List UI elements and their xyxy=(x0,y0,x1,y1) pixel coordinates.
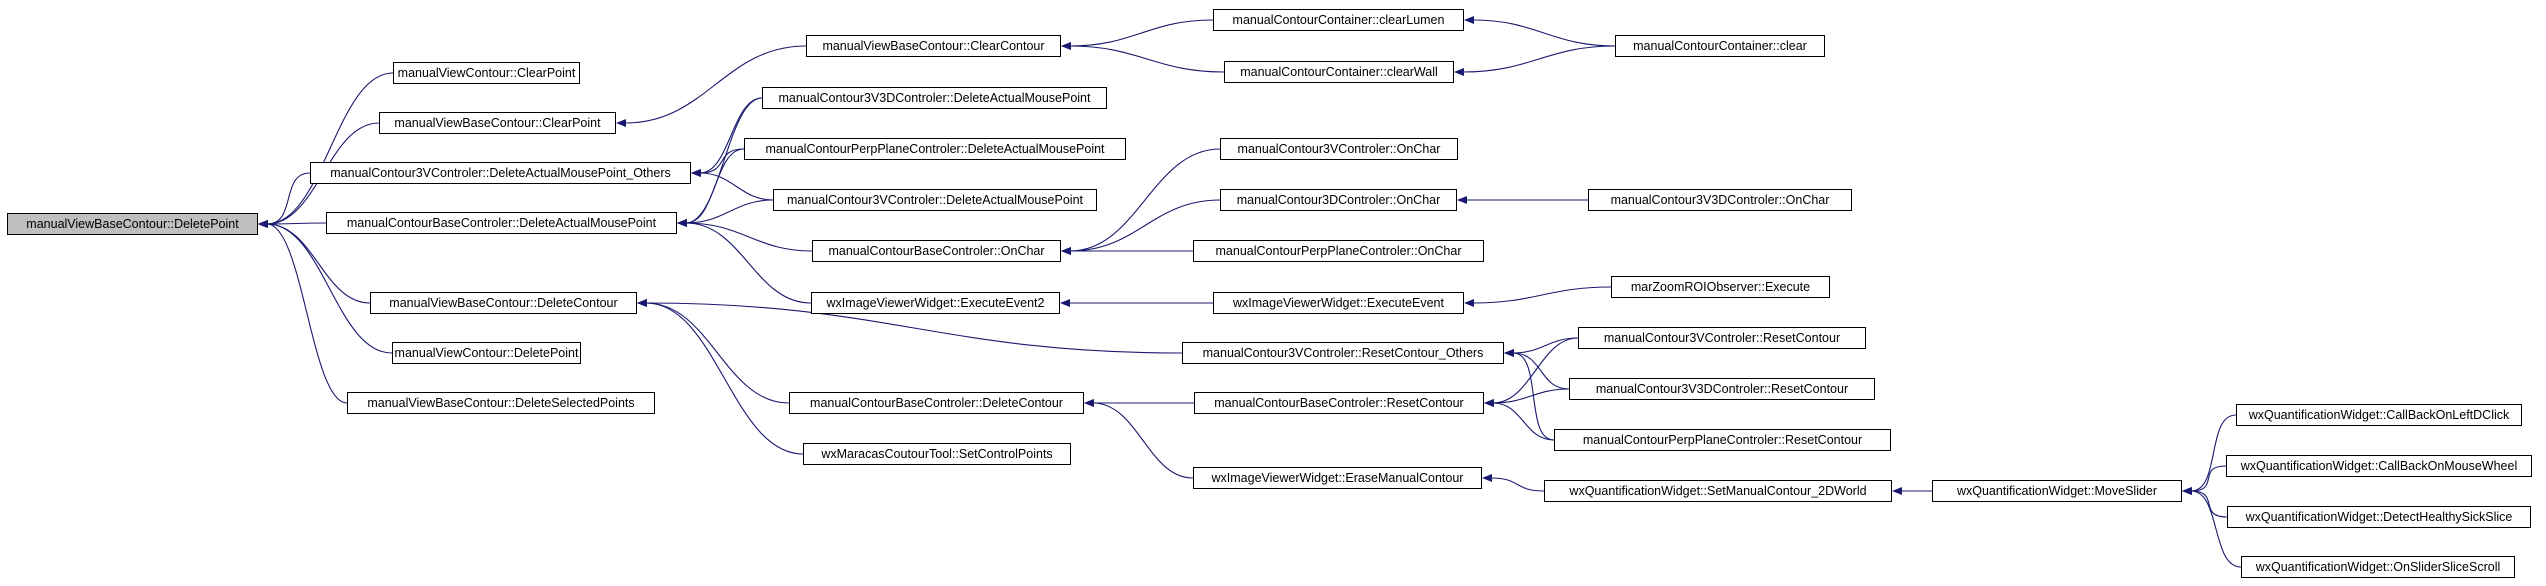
call-edge xyxy=(645,302,804,455)
graph-node[interactable]: manualContour3V3DControler::DeleteActual… xyxy=(762,87,1107,109)
call-edge xyxy=(685,148,745,224)
call-edge xyxy=(685,199,774,224)
call-edge xyxy=(2190,465,2227,492)
call-edge xyxy=(1492,337,1579,404)
arrowhead xyxy=(1484,399,1494,407)
graph-node[interactable]: wxQuantificationWidget::DetectHealthySic… xyxy=(2227,506,2531,528)
graph-node[interactable]: manualContour3VControler::ResetContour_O… xyxy=(1182,342,1504,364)
arrowhead xyxy=(1504,349,1514,357)
call-edge xyxy=(1069,199,1221,252)
graph-node[interactable]: manualViewContour::DeletePoint xyxy=(392,342,581,364)
graph-node[interactable]: manualContour3DControler::OnChar xyxy=(1220,189,1457,211)
call-edge xyxy=(2190,490,2242,568)
graph-node[interactable]: manualViewBaseContour::DeleteContour xyxy=(370,292,637,314)
call-edge xyxy=(1092,402,1194,479)
arrowhead xyxy=(637,299,647,307)
call-edge xyxy=(685,97,763,224)
graph-node[interactable]: manualViewBaseContour::DeleteSelectedPoi… xyxy=(347,392,655,414)
graph-node[interactable]: wxQuantificationWidget::OnSliderSliceScr… xyxy=(2241,556,2515,578)
graph-node[interactable]: manualContourBaseControler::DeleteActual… xyxy=(326,212,677,234)
call-edge xyxy=(624,45,807,124)
graph-node[interactable]: wxImageViewerWidget::ExecuteEvent xyxy=(1213,292,1464,314)
call-edge xyxy=(1069,45,1225,73)
graph-node[interactable]: manualContourPerpPlaneControler::OnChar xyxy=(1193,240,1484,262)
graph-node[interactable]: wxImageViewerWidget::EraseManualContour xyxy=(1193,467,1482,489)
arrowhead xyxy=(1084,399,1094,407)
graph-node[interactable]: wxQuantificationWidget::MoveSlider xyxy=(1932,480,2182,502)
call-edge xyxy=(699,172,774,201)
graph-node[interactable]: manualViewBaseContour::ClearPoint xyxy=(379,112,616,134)
arrowhead xyxy=(1892,487,1902,495)
call-edge xyxy=(1492,388,1570,404)
call-edge xyxy=(699,97,763,174)
arrowhead xyxy=(1457,196,1467,204)
call-edge xyxy=(1069,19,1214,47)
call-edge xyxy=(645,302,790,404)
arrowhead xyxy=(677,219,687,227)
call-edge xyxy=(266,223,348,404)
graph-node[interactable]: manualContourPerpPlaneControler::DeleteA… xyxy=(744,138,1126,160)
call-edge xyxy=(266,172,311,225)
arrowhead xyxy=(1482,474,1492,482)
graph-node[interactable]: wxQuantificationWidget::CallBackOnMouseW… xyxy=(2226,455,2532,477)
arrowhead xyxy=(1061,247,1071,255)
graph-node[interactable]: wxQuantificationWidget::CallBackOnLeftDC… xyxy=(2236,404,2522,426)
graph-node[interactable]: manualContour3VControler::DeleteActualMo… xyxy=(310,162,691,184)
arrowhead xyxy=(691,169,701,177)
call-edge xyxy=(1512,352,1555,441)
graph-node[interactable]: wxImageViewerWidget::ExecuteEvent2 xyxy=(811,292,1060,314)
call-edge xyxy=(266,72,394,225)
arrowhead xyxy=(1454,68,1464,76)
call-edge xyxy=(1490,477,1545,492)
call-edge xyxy=(1069,148,1221,252)
call-edge xyxy=(685,222,813,252)
graph-node[interactable]: manualContour3VControler::ResetContour xyxy=(1578,327,1866,349)
arrowhead xyxy=(258,220,268,228)
call-edge xyxy=(1492,402,1555,441)
graph-node[interactable]: marZoomROIObserver::Execute xyxy=(1611,276,1830,298)
call-edge xyxy=(266,222,327,225)
call-edge xyxy=(266,223,393,354)
graph-node[interactable]: manualContour3VControler::DeleteActualMo… xyxy=(773,189,1097,211)
graph-node[interactable]: manualContourContainer::clear xyxy=(1615,35,1825,57)
call-edge xyxy=(699,148,745,174)
call-edge xyxy=(2190,414,2237,492)
call-edge xyxy=(645,302,1183,354)
arrowhead xyxy=(2182,487,2192,495)
graph-node[interactable]: manualContourPerpPlaneControler::ResetCo… xyxy=(1554,429,1891,451)
graph-node[interactable]: wxMaracasCoutourTool::SetControlPoints xyxy=(803,443,1071,465)
graph-node[interactable]: manualViewBaseContour::ClearContour xyxy=(806,35,1061,57)
call-edge xyxy=(1512,337,1579,354)
graph-node[interactable]: manualContourBaseControler::ResetContour xyxy=(1194,392,1484,414)
arrowhead xyxy=(1464,299,1474,307)
arrowhead xyxy=(616,119,626,127)
graph-node[interactable]: manualContourContainer::clearLumen xyxy=(1213,9,1464,31)
graph-node[interactable]: manualContour3VControler::OnChar xyxy=(1220,138,1458,160)
call-edge xyxy=(1472,286,1612,304)
call-edge xyxy=(1512,352,1570,390)
graph-node[interactable]: manualContour3V3DControler::OnChar xyxy=(1588,189,1852,211)
graph-node-root[interactable]: manualViewBaseContour::DeletePoint xyxy=(7,213,258,235)
call-edge xyxy=(685,222,812,304)
graph-node[interactable]: manualContourBaseControler::OnChar xyxy=(812,240,1061,262)
call-edge xyxy=(2190,490,2228,518)
graph-node[interactable]: manualContourContainer::clearWall xyxy=(1224,61,1454,83)
arrowhead xyxy=(1060,299,1070,307)
arrowhead xyxy=(1061,42,1071,50)
graph-node[interactable]: manualContourBaseControler::DeleteContou… xyxy=(789,392,1084,414)
call-edge xyxy=(1462,45,1616,73)
graph-node[interactable]: manualContour3V3DControler::ResetContour xyxy=(1569,378,1875,400)
graph-node[interactable]: manualViewContour::ClearPoint xyxy=(393,62,580,84)
graph-node[interactable]: wxQuantificationWidget::SetManualContour… xyxy=(1544,480,1892,502)
arrowhead xyxy=(1464,16,1474,24)
call-edge xyxy=(1472,19,1616,47)
